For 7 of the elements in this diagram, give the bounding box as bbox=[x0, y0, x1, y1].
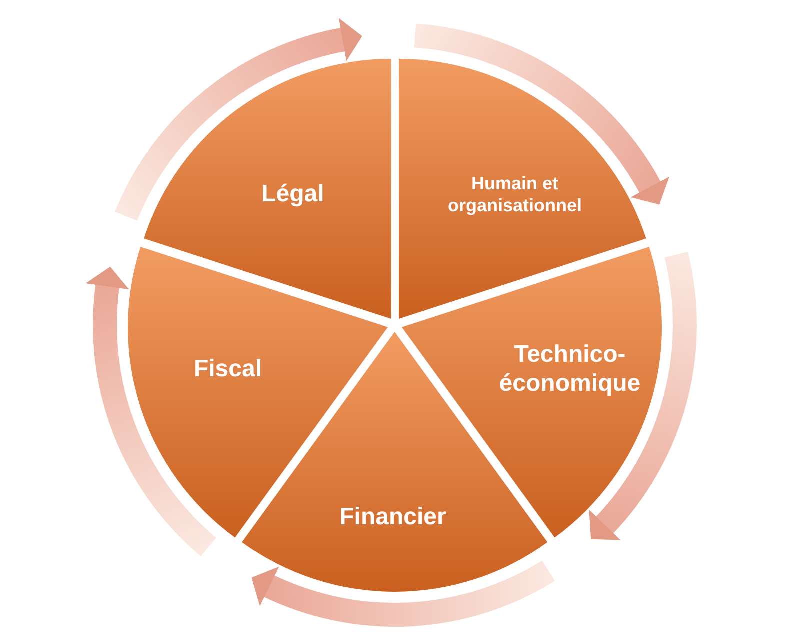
segment-label: Fiscal bbox=[192, 356, 263, 384]
pie-segment bbox=[399, 59, 646, 320]
segment-label: Technico-économique bbox=[498, 341, 642, 399]
segment-label: Légal bbox=[260, 180, 326, 210]
segment-label: Humain et organisationnel bbox=[446, 173, 583, 217]
pie-segment bbox=[144, 59, 391, 320]
segment-label: Financier bbox=[338, 504, 448, 532]
